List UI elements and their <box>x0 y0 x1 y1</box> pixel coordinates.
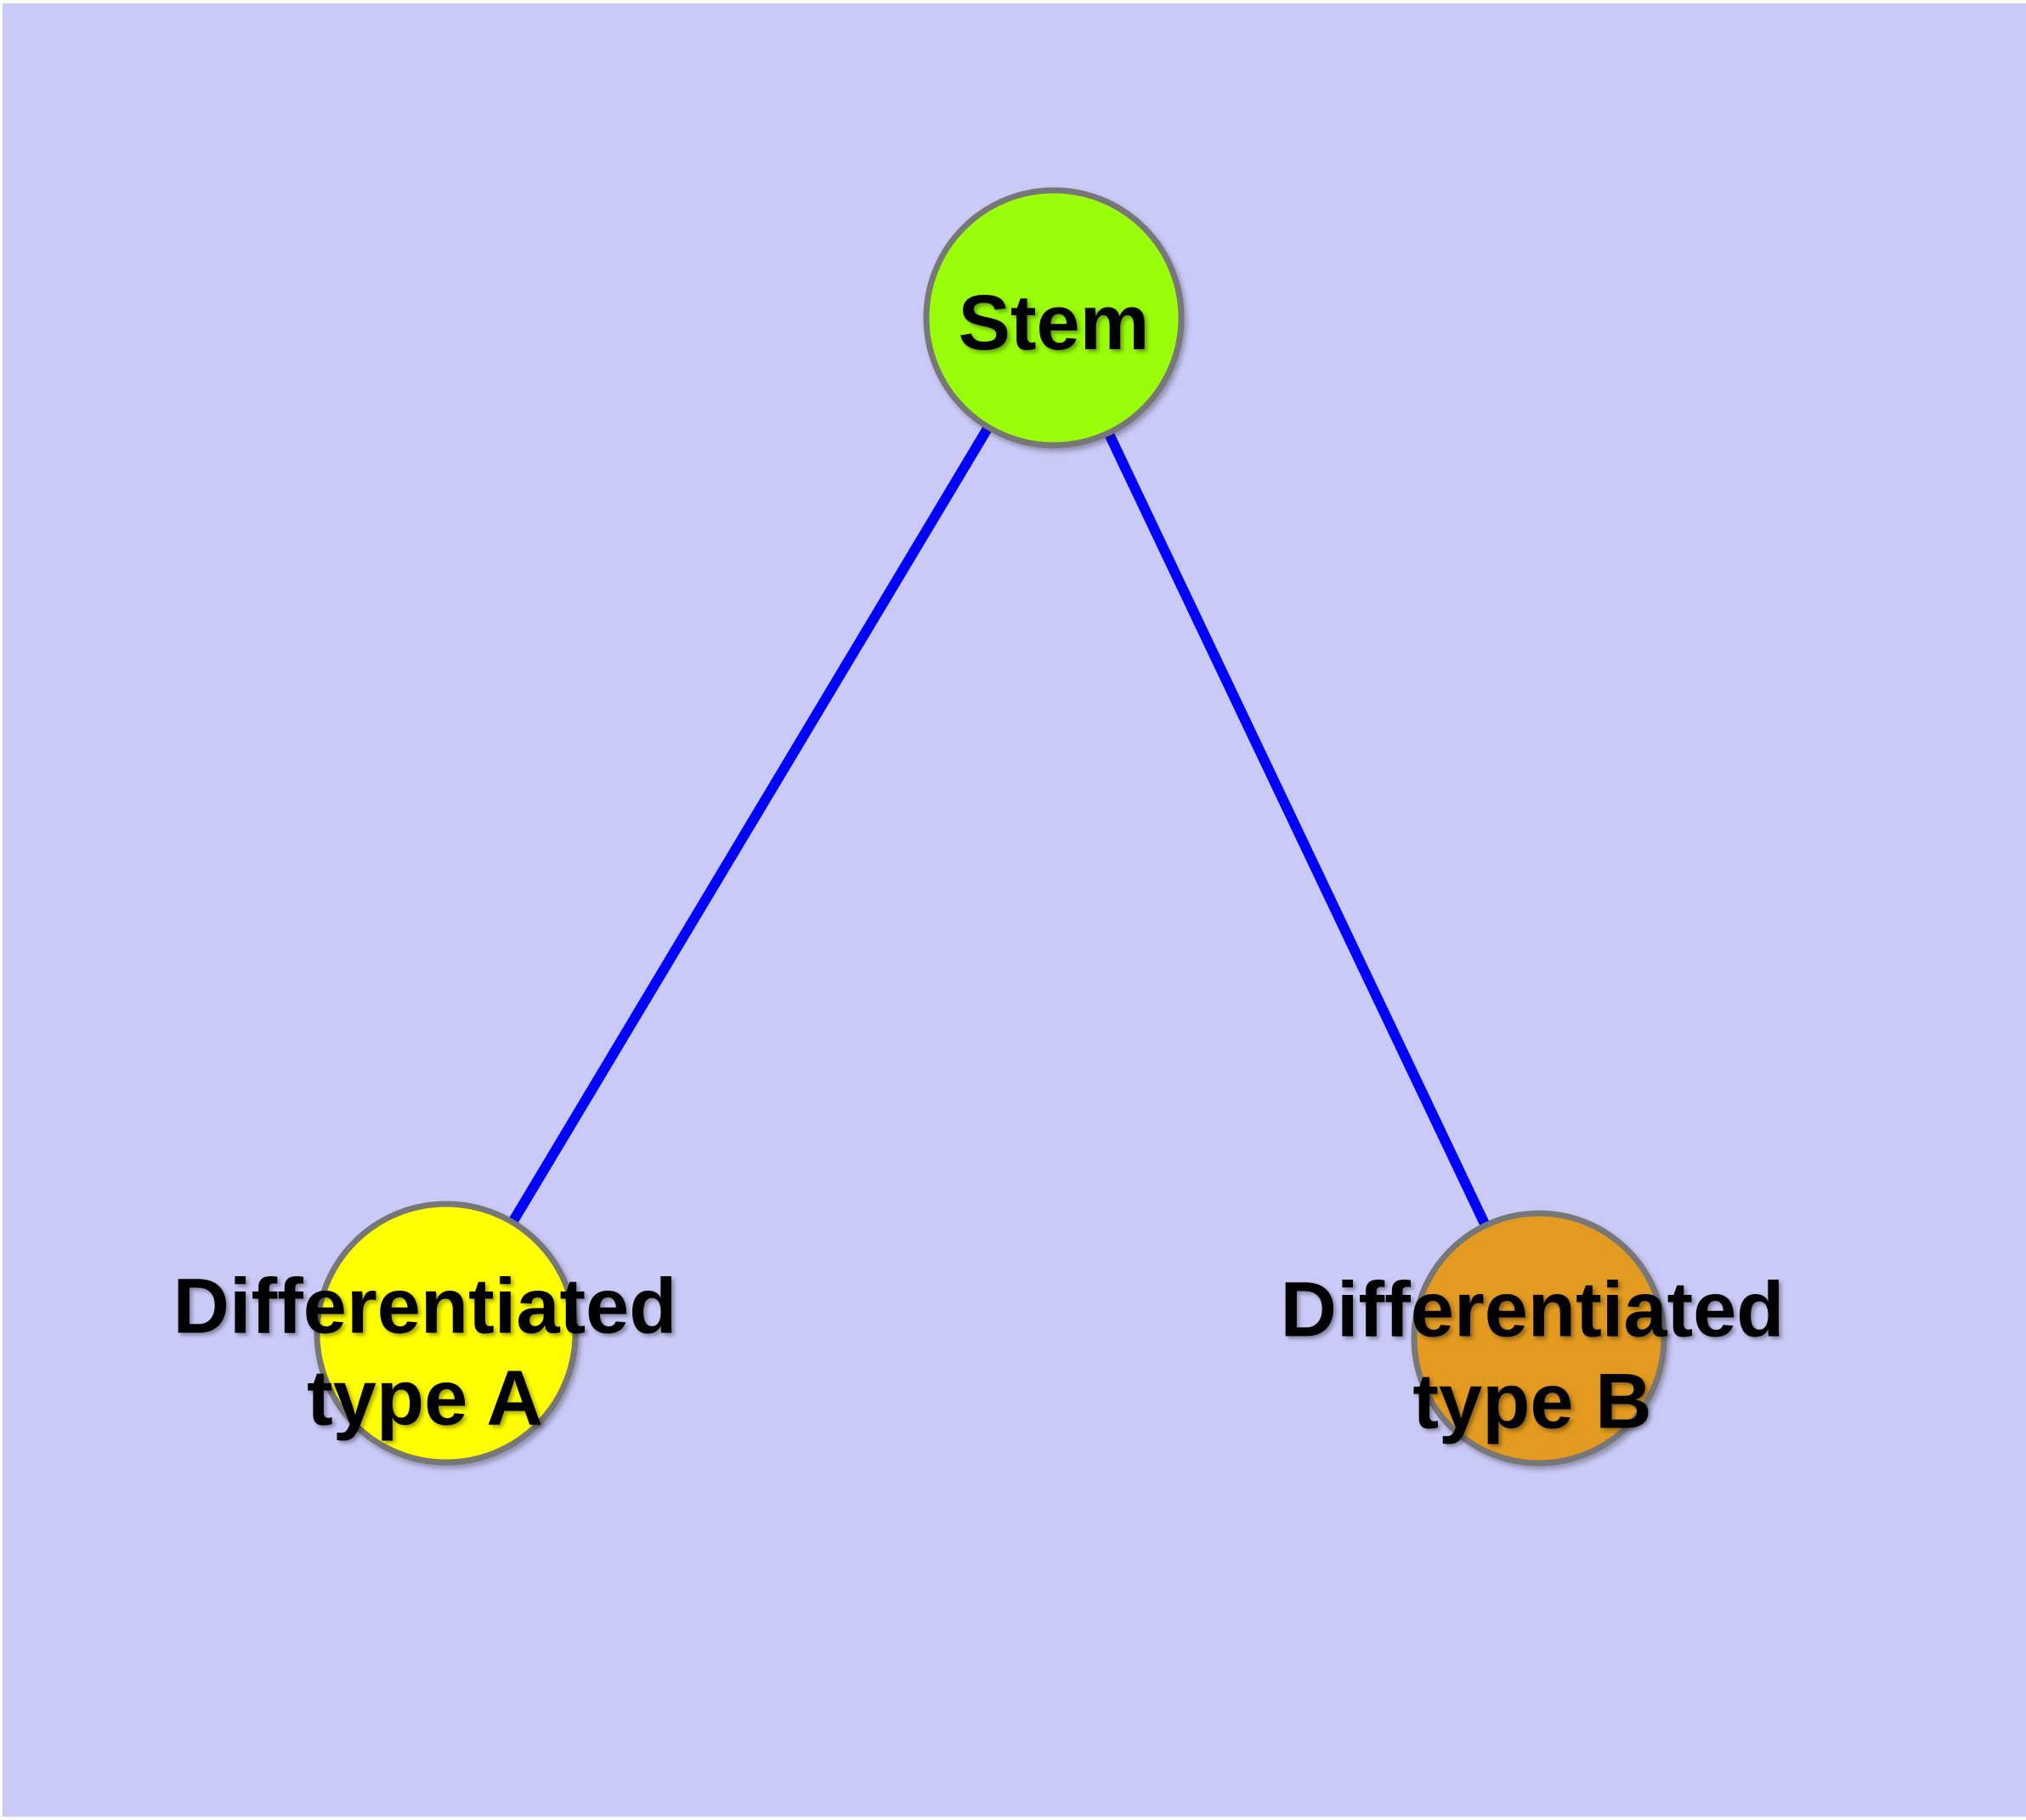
node-type-a-circle <box>317 1204 575 1462</box>
edge-stem-to-type-a <box>446 318 1054 1333</box>
diagram-background: Stem Differentiated type A Differentiate… <box>3 3 2026 1817</box>
node-stem-circle <box>926 190 1181 445</box>
node-type-b-circle <box>1414 1213 1664 1463</box>
diagram-canvas <box>3 3 2026 1820</box>
edge-stem-to-type-b <box>1054 318 1539 1338</box>
